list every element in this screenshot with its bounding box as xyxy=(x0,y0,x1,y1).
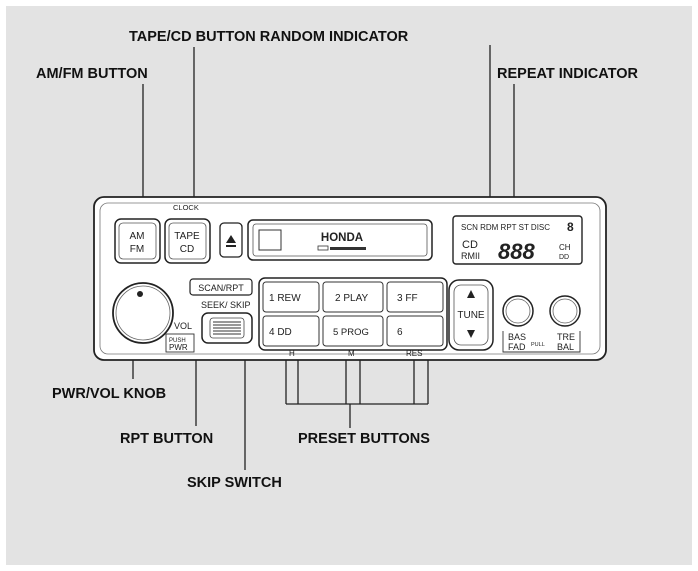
faceplate-inner-edge xyxy=(99,202,601,355)
display-dd: DD xyxy=(559,254,569,261)
cd-label: CD xyxy=(180,244,194,255)
callout-pwr-vol: PWR/VOL KNOB xyxy=(52,386,166,402)
preset-button-3[interactable]: 3 FF xyxy=(386,281,444,313)
preset-3-label: 3 FF xyxy=(397,293,418,304)
tre-label: TRE xyxy=(557,332,575,342)
tune-label: TUNE xyxy=(457,310,485,321)
seek-skip-label: SEEK/ SKIP xyxy=(201,300,251,310)
seek-skip-switch[interactable] xyxy=(201,312,253,344)
display-rmi: RMII xyxy=(461,251,480,261)
tape-cd-button[interactable]: TAPE CD xyxy=(164,218,211,264)
preset-5-label: 5 PROG xyxy=(333,327,369,338)
am-label: AM xyxy=(130,231,145,242)
scan-rpt-label: SCAN/RPT xyxy=(198,283,244,293)
display-cd: CD xyxy=(462,239,478,251)
display-digits: 888 xyxy=(498,239,535,264)
display-disc-digit: 8 xyxy=(567,220,574,234)
fad-label: FAD xyxy=(508,342,526,352)
tune-up-icon xyxy=(467,290,475,298)
lcd-display: SCN RDM RPT ST DISC 8 CD RMII 888 CH DD xyxy=(452,215,583,265)
reset-label: RES xyxy=(406,349,422,358)
push-pwr-box xyxy=(165,333,195,353)
callout-am-fm: AM/FM BUTTON xyxy=(36,66,148,82)
callout-rpt: RPT BUTTON xyxy=(120,431,213,447)
preset-4-label: 4 DD xyxy=(269,327,292,338)
display-indicators: SCN RDM RPT ST DISC xyxy=(461,223,550,232)
callout-repeat: REPEAT INDICATOR xyxy=(497,66,639,82)
callout-skip: SKIP SWITCH xyxy=(187,475,282,491)
preset-button-6[interactable]: 6 xyxy=(386,315,444,347)
knob-label-frame xyxy=(502,331,581,353)
pwr-label: PWR xyxy=(169,343,188,352)
minute-label: M xyxy=(348,349,355,358)
preset-2-label: 2 PLAY xyxy=(335,293,368,304)
pull-label: PULL xyxy=(531,342,545,348)
preset-6-label: 6 xyxy=(397,327,403,338)
preset-button-1[interactable]: 1 REW xyxy=(262,281,320,313)
preset-button-4[interactable]: 4 DD xyxy=(262,315,320,347)
vol-label: VOL xyxy=(174,321,192,331)
eject-button[interactable] xyxy=(219,222,243,258)
honda-logo: HONDA xyxy=(321,232,363,244)
tape-slot: HONDA xyxy=(247,219,433,261)
bal-label: BAL xyxy=(557,342,574,352)
callout-tape-cd-random: TAPE/CD BUTTON RANDOM INDICATOR xyxy=(129,29,409,45)
treble-balance-knob[interactable] xyxy=(549,295,581,327)
tune-down-icon xyxy=(467,330,475,338)
eject-icon xyxy=(226,235,236,247)
bas-label: BAS xyxy=(508,332,526,342)
scan-rpt-button[interactable]: SCAN/RPT xyxy=(189,278,253,296)
tape-label: TAPE xyxy=(174,231,200,242)
pwr-vol-knob[interactable] xyxy=(112,282,174,344)
fm-label: FM xyxy=(130,244,144,255)
callout-preset: PRESET BUTTONS xyxy=(298,431,430,447)
preset-1-label: 1 REW xyxy=(269,293,301,304)
preset-button-2[interactable]: 2 PLAY xyxy=(322,281,384,313)
am-fm-button[interactable]: AM FM xyxy=(114,218,161,264)
hour-label: H xyxy=(289,349,295,358)
bass-fader-knob[interactable] xyxy=(502,295,534,327)
push-label: PUSH xyxy=(169,338,186,344)
preset-button-5[interactable]: 5 PROG xyxy=(322,315,384,347)
tune-rocker[interactable]: TUNE xyxy=(448,279,494,351)
clock-label: CLOCK xyxy=(173,203,199,212)
display-ch: CH xyxy=(559,243,571,252)
